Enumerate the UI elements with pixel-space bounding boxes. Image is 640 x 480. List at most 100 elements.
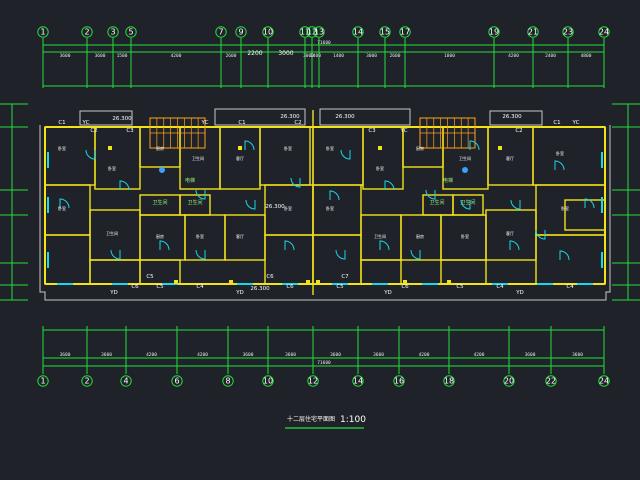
room-label: 卫生间	[106, 230, 118, 236]
door-swing	[425, 189, 436, 200]
room-outline	[535, 234, 606, 285]
door-swing	[340, 149, 351, 160]
room-outline	[360, 259, 402, 285]
axis-bubble-top	[488, 26, 500, 38]
room-label: 卧室	[284, 145, 292, 151]
axis-bubble-bottom	[393, 375, 405, 387]
dim-segment-top: 2600	[390, 53, 401, 59]
axis-bubble-top	[306, 26, 318, 38]
axis-number-bottom: 12	[308, 377, 318, 386]
room-label: 厨房	[156, 145, 164, 151]
axis-bubble-bottom	[262, 375, 274, 387]
dim-segment-top: 2600	[226, 53, 237, 59]
dim-segment-bottom: 3600	[285, 352, 296, 358]
dim-segment-top: 3600	[95, 53, 106, 59]
axis-number-bottom: 18	[444, 377, 454, 386]
opening-label-bottom: C5	[336, 284, 344, 290]
room-label: 卧室	[326, 205, 334, 211]
drain-icon	[462, 167, 468, 173]
opening-label-top: C2	[294, 120, 301, 126]
dim-segment-bottom: 3600	[572, 352, 583, 358]
door-swing	[195, 189, 206, 200]
axis-bubble-top	[235, 26, 247, 38]
dim-large-top: 3000	[278, 50, 293, 57]
opening-label-bottom: C5	[156, 284, 164, 290]
top-balcony	[214, 108, 306, 126]
door-swing	[85, 149, 96, 160]
axis-number-top: 24	[599, 28, 609, 37]
opening-label-bottom: YD	[235, 290, 244, 296]
dim-segment-bottom: 3600	[525, 352, 536, 358]
room-label: 厨房	[156, 233, 164, 239]
special-room-label: 卫生间	[187, 199, 202, 206]
door-swing	[195, 249, 206, 260]
axis-bubble-top	[262, 26, 274, 38]
room-outline	[532, 126, 606, 186]
special-room-label: 电梯	[443, 177, 453, 184]
column	[378, 146, 382, 150]
opening-label-top: YC	[572, 120, 580, 126]
axis-number-top: 17	[400, 28, 410, 37]
opening-label-bottom: C6	[131, 284, 139, 290]
axis-number-top: 9	[238, 28, 243, 37]
elevation-label: 26.300	[250, 286, 270, 292]
opening-label-bottom: C4	[196, 284, 204, 290]
dim-segment-top: 1400	[333, 53, 344, 59]
axis-bubble-bottom	[81, 375, 93, 387]
axis-number-top: 7	[218, 28, 223, 37]
room-outline	[312, 184, 362, 236]
opening-label-bottom: C4	[496, 284, 504, 290]
dim-segment-top: 3000	[303, 53, 314, 59]
axis-number-bottom: 4	[123, 377, 128, 386]
opening-label-top: C2	[90, 128, 97, 134]
dim-segment-top: 1500	[117, 53, 128, 59]
axis-bubble-top	[527, 26, 539, 38]
dim-segment-top: 4200	[171, 53, 182, 59]
door-swing	[584, 198, 595, 209]
opening-label-top: YC	[400, 128, 408, 134]
dim-segment-top: 3600	[60, 53, 71, 59]
axis-bubble-top	[37, 26, 49, 38]
axis-number-top: 23	[563, 28, 573, 37]
column	[108, 146, 112, 150]
room-outline	[312, 234, 362, 285]
room-label: 卧室	[376, 165, 384, 171]
axis-number-bottom: 14	[353, 377, 363, 386]
room-label: 厨房	[416, 145, 424, 151]
special-room-label: 电梯	[185, 177, 195, 184]
opening-label-top: C2	[515, 128, 522, 134]
axis-bubble-bottom	[37, 375, 49, 387]
axis-number-bottom: 2	[84, 377, 89, 386]
axis-bubble-top	[399, 26, 411, 38]
elevation-label: 26.300	[335, 114, 355, 120]
axis-bubble-bottom	[307, 375, 319, 387]
door-swing	[410, 249, 421, 260]
door-swing	[469, 140, 480, 151]
dim-segment-bottom: 3600	[330, 352, 341, 358]
axis-number-bottom: 24	[599, 377, 609, 386]
axis-number-top: 15	[380, 28, 390, 37]
dim-segment-bottom: 3600	[101, 352, 112, 358]
axis-number-top: 11	[300, 28, 310, 37]
axis-number-bottom: 20	[504, 377, 514, 386]
axis-bubble-bottom	[171, 375, 183, 387]
room-outline	[440, 259, 487, 285]
room-outline	[452, 194, 484, 216]
axis-bubble-top	[81, 26, 93, 38]
axis-number-top: 1	[40, 28, 45, 37]
door-swing	[384, 180, 395, 191]
door-swing	[244, 140, 255, 151]
balcony-outline	[39, 125, 611, 301]
room-label: 客厅	[236, 233, 244, 239]
axis-bubble-top	[313, 26, 325, 38]
title-block: 十二层住宅平面图 1:100	[285, 415, 366, 429]
axis-number-top: 12	[307, 28, 317, 37]
axis-bubble-bottom	[352, 375, 364, 387]
dim-segment-top: 1400	[310, 53, 321, 59]
axis-bubble-top	[379, 26, 391, 38]
special-room-label: 卫生间	[152, 199, 167, 206]
door-swing	[59, 198, 70, 209]
dim-overall-top: 71600	[317, 40, 331, 46]
opening-label-top: C3	[368, 128, 376, 134]
